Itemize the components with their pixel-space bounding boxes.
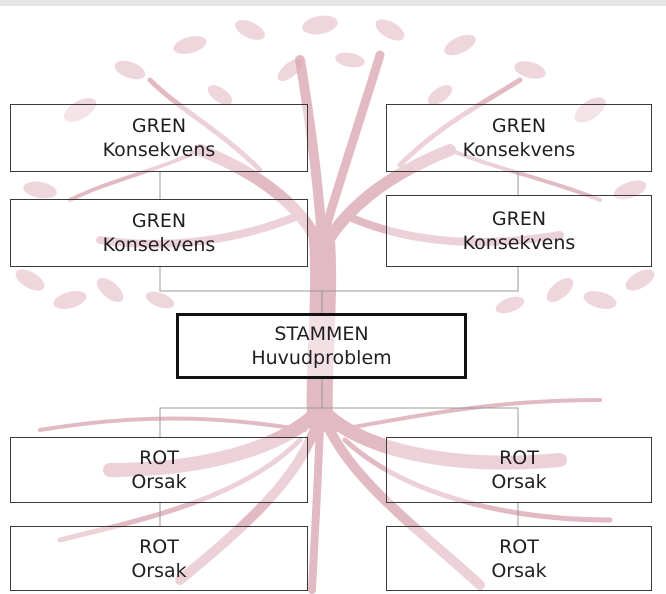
root-box-bottom-right: ROT Orsak	[386, 526, 652, 591]
branch-title: GREN	[131, 210, 187, 232]
branch-subtitle: Konsekvens	[102, 234, 216, 256]
root-subtitle: Orsak	[131, 559, 187, 582]
trunk-title: STAMMEN	[274, 323, 369, 345]
branch-title: GREN	[491, 208, 547, 230]
root-box-bottom-left: ROT Orsak	[10, 526, 308, 591]
root-box-upper-left: ROT Orsak	[10, 437, 308, 503]
trunk-box: STAMMEN Huvudproblem	[176, 313, 467, 379]
branch-subtitle: Konsekvens	[462, 139, 576, 161]
branch-box-top-right: GREN Konsekvens	[386, 104, 652, 172]
root-title: ROT	[499, 447, 539, 469]
branch-subtitle: Konsekvens	[462, 232, 576, 254]
root-subtitle: Orsak	[131, 471, 187, 493]
top-strip	[0, 0, 666, 6]
branch-title: GREN	[131, 115, 187, 137]
branch-subtitle: Konsekvens	[102, 139, 216, 161]
branch-title: GREN	[491, 115, 547, 137]
root-subtitle: Orsak	[491, 471, 547, 493]
trunk-subtitle: Huvudproblem	[251, 347, 392, 369]
root-title: ROT	[139, 447, 179, 469]
branch-box-top-left: GREN Konsekvens	[10, 104, 308, 172]
branch-box-lower-right: GREN Konsekvens	[386, 195, 652, 267]
root-subtitle: Orsak	[491, 559, 547, 582]
root-title: ROT	[139, 535, 179, 558]
root-box-upper-right: ROT Orsak	[386, 437, 652, 503]
root-title: ROT	[499, 535, 539, 558]
branch-box-lower-left: GREN Konsekvens	[10, 199, 308, 267]
